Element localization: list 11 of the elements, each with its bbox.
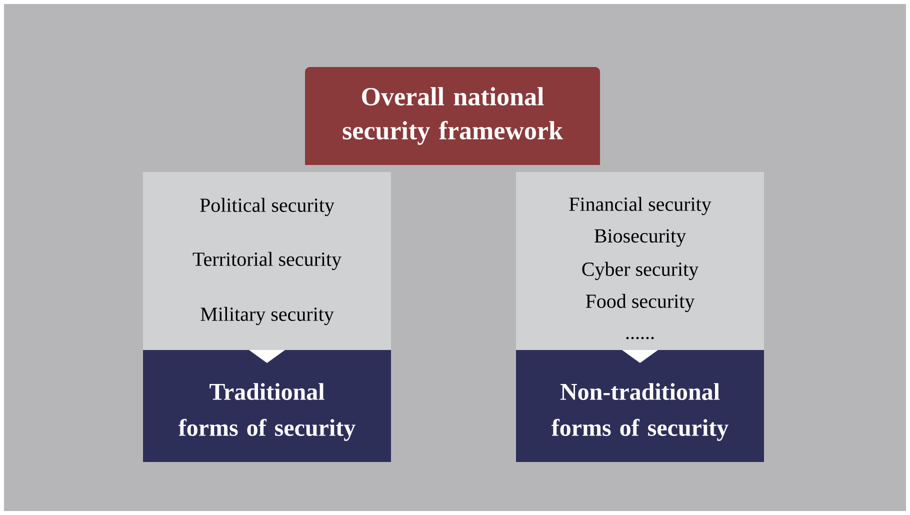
- category-box: Non-traditional forms of security: [516, 350, 764, 462]
- list-item: ......: [626, 336, 654, 340]
- list-item: Political security: [200, 198, 334, 216]
- category-box: Traditional forms of security: [143, 350, 391, 462]
- list-item: Food security: [586, 294, 695, 312]
- list-item: Territorial security: [192, 252, 342, 270]
- list-item: Financial security: [569, 196, 712, 216]
- title-box: Overall national security framework: [305, 67, 600, 165]
- list-item: Military security: [200, 306, 334, 326]
- list-item: Biosecurity: [594, 229, 686, 247]
- list-item: Cyber security: [582, 262, 699, 280]
